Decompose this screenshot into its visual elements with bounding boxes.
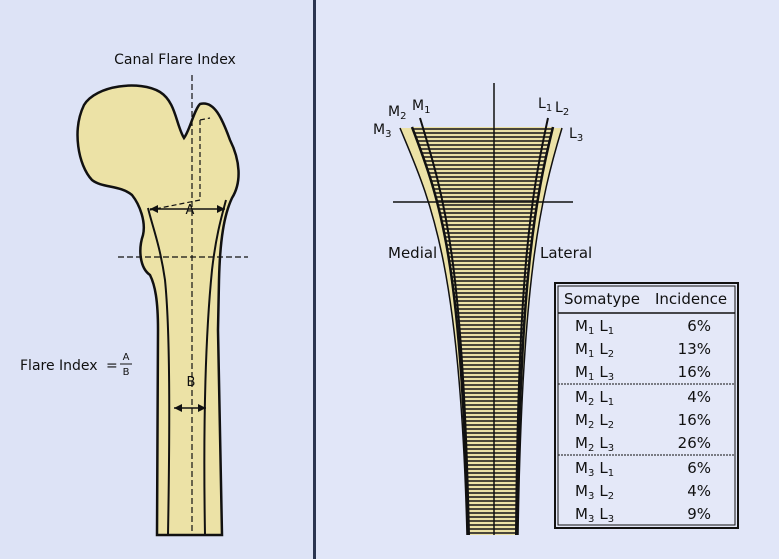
formula-numerator: A	[123, 352, 130, 363]
incidence-cell: 16%	[678, 411, 711, 429]
formula-denominator: B	[123, 367, 130, 378]
canal-profile-diagram	[393, 83, 573, 536]
curve-label-m2: M2	[388, 104, 406, 122]
incidence-cell: 26%	[678, 434, 711, 452]
somatype-incidence-table	[554, 282, 739, 529]
canal-flare-index-title: Canal Flare Index	[114, 52, 236, 68]
curve-label-l2: L2	[555, 100, 569, 118]
femur-illustration	[76, 75, 248, 537]
incidence-cell: 6%	[687, 459, 711, 477]
label-b: B	[187, 375, 196, 390]
table-header-somatype: Somatype	[564, 290, 640, 308]
curve-label-l3: L3	[569, 126, 583, 144]
medial-label: Medial	[388, 244, 437, 262]
incidence-cell: 13%	[678, 340, 711, 358]
panel-divider	[313, 0, 316, 559]
table-header-incidence: Incidence	[655, 290, 727, 308]
label-a: A	[186, 203, 195, 218]
curve-label-m3: M3	[373, 122, 391, 140]
incidence-cell: 6%	[687, 317, 711, 335]
incidence-cell: 4%	[687, 388, 711, 406]
formula-equals: =	[106, 358, 118, 374]
incidence-cell: 4%	[687, 482, 711, 500]
curve-label-l1: L1	[538, 96, 552, 114]
flare-index-label: Flare Index	[20, 358, 98, 374]
curve-label-m1: M1	[412, 98, 430, 116]
lateral-label: Lateral	[540, 244, 592, 262]
incidence-cell: 9%	[687, 505, 711, 523]
incidence-cell: 16%	[678, 363, 711, 381]
